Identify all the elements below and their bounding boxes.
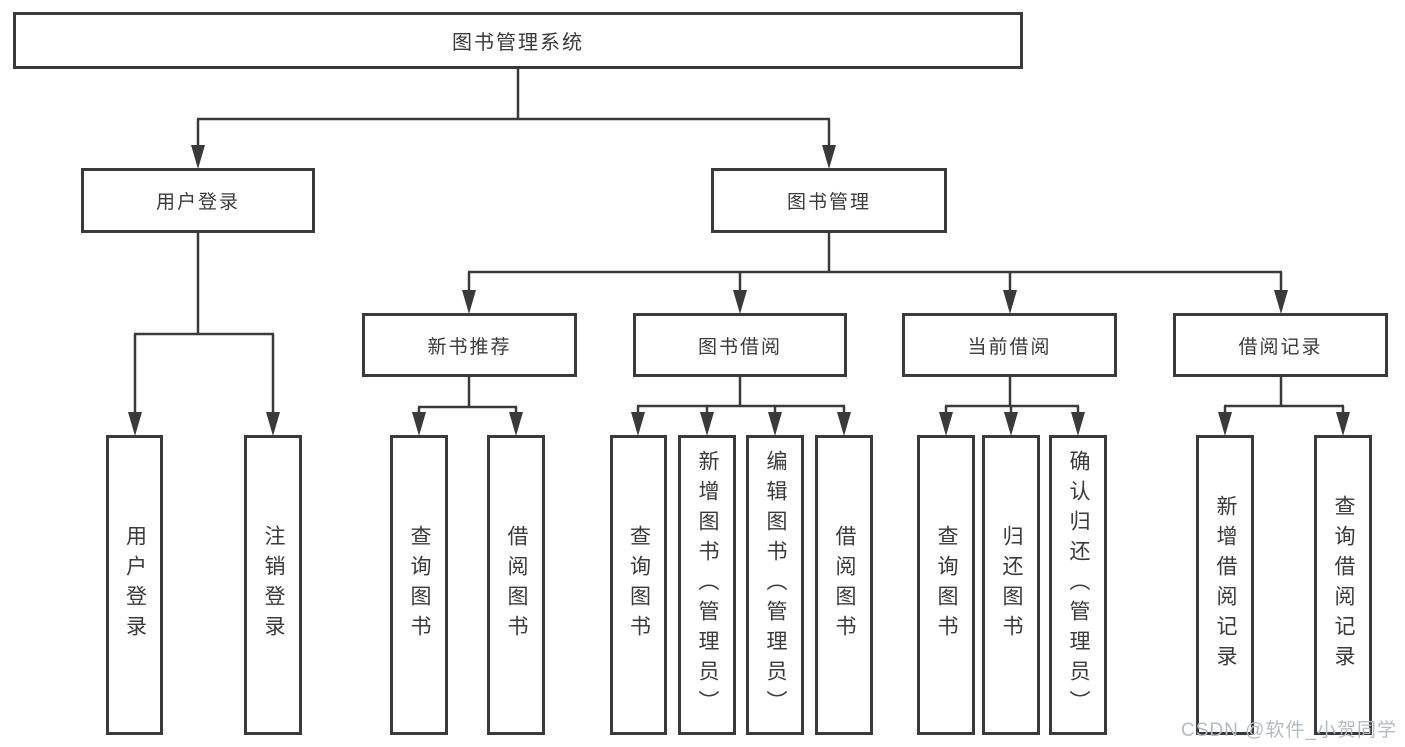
node-root: 图书管理系统	[13, 12, 1023, 69]
leaf-query-books-current: 查询图书	[917, 435, 975, 735]
node-user-login: 用户登录	[81, 168, 315, 233]
leaf-edit-books-admin: 编辑图书（管理员）	[746, 435, 804, 735]
leaf-add-borrow-record: 新增借阅记录	[1196, 435, 1254, 735]
node-current-borrow: 当前借阅	[902, 313, 1117, 377]
leaf-query-borrow-record: 查询借阅记录	[1314, 435, 1372, 735]
node-book-management: 图书管理	[711, 168, 947, 233]
leaf-borrow-books: 借阅图书	[815, 435, 873, 735]
leaf-query-books-borrow: 查询图书	[610, 435, 667, 735]
node-borrow-records: 借阅记录	[1173, 313, 1388, 377]
node-book-borrow: 图书借阅	[633, 313, 847, 377]
leaf-confirm-return-admin: 确认归还（管理员）	[1049, 435, 1107, 735]
node-new-book-recommend: 新书推荐	[362, 313, 577, 377]
leaf-logout: 注销登录	[244, 435, 302, 735]
leaf-borrow-books-recommend: 借阅图书	[487, 435, 545, 735]
leaf-add-books-admin: 新增图书（管理员）	[678, 435, 736, 735]
leaf-query-books-recommend: 查询图书	[390, 435, 448, 735]
leaf-return-books: 归还图书	[982, 435, 1040, 735]
leaf-user-login: 用户登录	[106, 435, 163, 735]
csdn-watermark: CSDN @软件_小贺同学	[1181, 720, 1397, 741]
